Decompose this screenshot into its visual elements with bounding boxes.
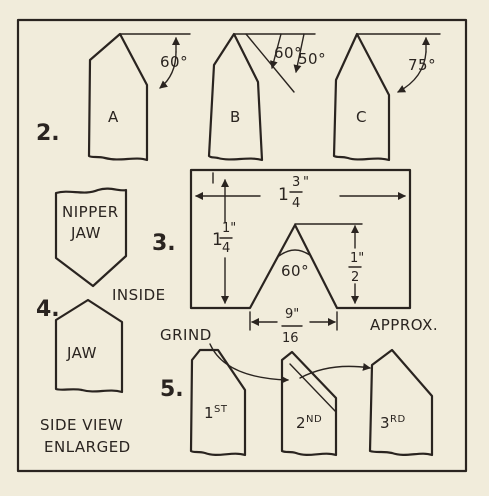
tool-a-angle: 60° — [160, 53, 188, 71]
nipper-jaw-outline — [54, 187, 128, 288]
tool-b-angle-arrow-2 — [293, 33, 305, 73]
grind-step-1-label: 1ST — [204, 404, 228, 422]
figure-3: 3. 1 3 4 " 1 1" 4 1" 2 60° 9" — [152, 168, 438, 346]
grind-step-2-label: 2ND — [296, 414, 322, 432]
width-num: 3 — [292, 175, 300, 190]
grind-step-3-outline — [368, 348, 434, 457]
tool-b: 60° 50° B — [207, 32, 326, 162]
figure-2: 2. 60° A 60° 50° B 75° C — [36, 32, 441, 162]
height-den: 4 — [222, 241, 230, 256]
tool-c-outline — [332, 32, 391, 162]
nipper-jaw-line-2: JAW — [70, 224, 101, 242]
tool-c-angle: 75° — [408, 56, 436, 74]
gauge-outline — [189, 168, 412, 310]
figure-5: GRIND 5. 1ST 2ND 3RD — [160, 326, 434, 457]
grind-arrow-2 — [299, 363, 371, 379]
grind-label: GRIND — [160, 326, 212, 344]
figure-4-number: 4. — [36, 297, 60, 322]
width-unit: " — [303, 175, 309, 190]
figure-2-number: 2. — [36, 121, 60, 146]
base-den: 16 — [282, 331, 299, 346]
figure-5-number: 5. — [160, 377, 184, 402]
figure-4: NIPPER JAW INSIDE 4. JAW SIDE VIEW ENLAR… — [36, 187, 166, 456]
caption-line-2: ENLARGED — [44, 438, 131, 456]
height-whole: 1 — [212, 230, 223, 250]
tool-b-angle-arrow-1 — [269, 33, 282, 69]
grind-step-3-label: 3RD — [380, 414, 406, 432]
tool-c-angle-arc — [397, 51, 427, 93]
grind-step-1-outline — [189, 348, 247, 457]
jaw-outline — [54, 298, 124, 394]
tool-a-outline — [87, 32, 149, 162]
nipper-jaw-line-1: NIPPER — [62, 203, 119, 221]
angle-arc — [278, 249, 312, 257]
grind-step-2-outline — [280, 350, 338, 457]
height-num: 1" — [222, 221, 236, 236]
figure-3-number: 3. — [152, 231, 176, 256]
tool-a: 60° A — [87, 32, 191, 162]
tool-b-label: B — [230, 108, 241, 126]
tool-c: 75° C — [332, 32, 441, 162]
grind-arrow-1 — [209, 343, 289, 384]
tool-b-outline — [207, 32, 264, 162]
tool-a-angle-arc — [159, 51, 177, 89]
tool-c-label: C — [356, 108, 367, 126]
angle-label: 60° — [281, 262, 309, 280]
base-num: 9" — [285, 307, 299, 322]
tool-b-guide-line — [245, 33, 295, 93]
inner-height-den: 2 — [351, 270, 359, 285]
jaw-label: JAW — [66, 344, 97, 362]
tool-b-angle-2: 50° — [298, 50, 326, 68]
inner-height-num: 1" — [350, 251, 364, 266]
caption-line-1: SIDE VIEW — [40, 416, 123, 434]
approx-label: APPROX. — [370, 316, 438, 334]
outer-border — [16, 18, 468, 473]
grind-step-2-bevel — [289, 363, 337, 413]
inside-label: INSIDE — [112, 286, 166, 304]
tool-b-angle-1: 60° — [274, 44, 302, 62]
width-whole: 1 — [278, 185, 289, 205]
tool-a-label: A — [108, 108, 119, 126]
width-den: 4 — [292, 196, 300, 211]
